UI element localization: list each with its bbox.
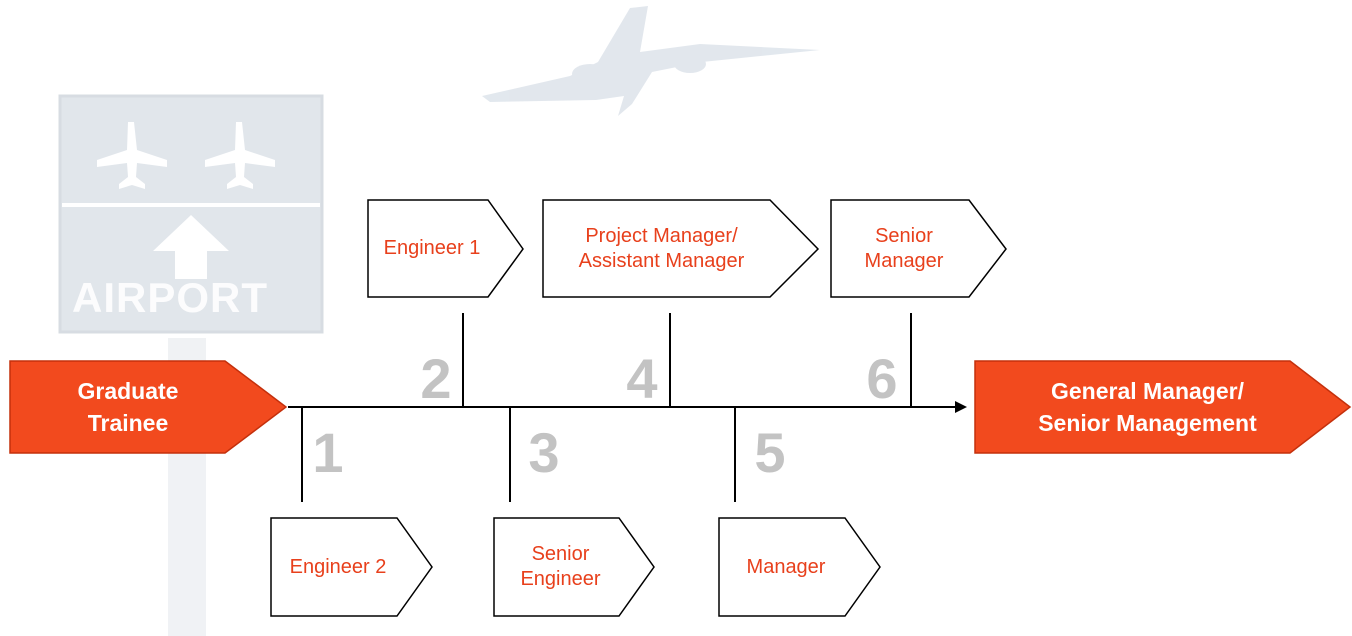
step-4-box xyxy=(542,199,820,298)
step-2-label: Engineer 1 xyxy=(383,237,481,259)
step-4-number: 4 xyxy=(626,347,658,410)
sign-plane-icon xyxy=(97,122,167,189)
step-3-box xyxy=(493,517,655,617)
step-3-label: Senior Engineer xyxy=(520,543,601,590)
step-6-number: 6 xyxy=(866,347,898,410)
sign-plane-icon xyxy=(205,122,275,189)
step-2-box xyxy=(367,199,524,298)
step-connectors xyxy=(301,313,912,502)
end-label: General Manager/ Senior Management xyxy=(1038,377,1257,436)
start-label: Graduate Trainee xyxy=(77,377,179,436)
step-1-number: 1 xyxy=(312,421,344,484)
step-1-box xyxy=(270,517,433,617)
step-1-label: Engineer 2 xyxy=(289,555,387,578)
airplane-illustration xyxy=(482,6,820,116)
sign-up-arrow-icon xyxy=(153,215,229,279)
step-5-number: 5 xyxy=(754,421,786,484)
airport-sign-text: AIRPORT xyxy=(72,274,268,321)
step-2-number: 2 xyxy=(420,347,452,410)
step-5-label: Manager xyxy=(746,555,826,578)
step-6-label: Senior Manager xyxy=(864,224,944,272)
step-4-label: Project Manager/ Assistant Manager xyxy=(578,224,745,272)
end-arrow-shape xyxy=(974,360,1352,454)
step-6-box xyxy=(830,199,1007,298)
start-arrow-shape xyxy=(9,360,288,454)
step-3-number: 3 xyxy=(528,421,560,484)
step-5-box xyxy=(718,517,881,617)
